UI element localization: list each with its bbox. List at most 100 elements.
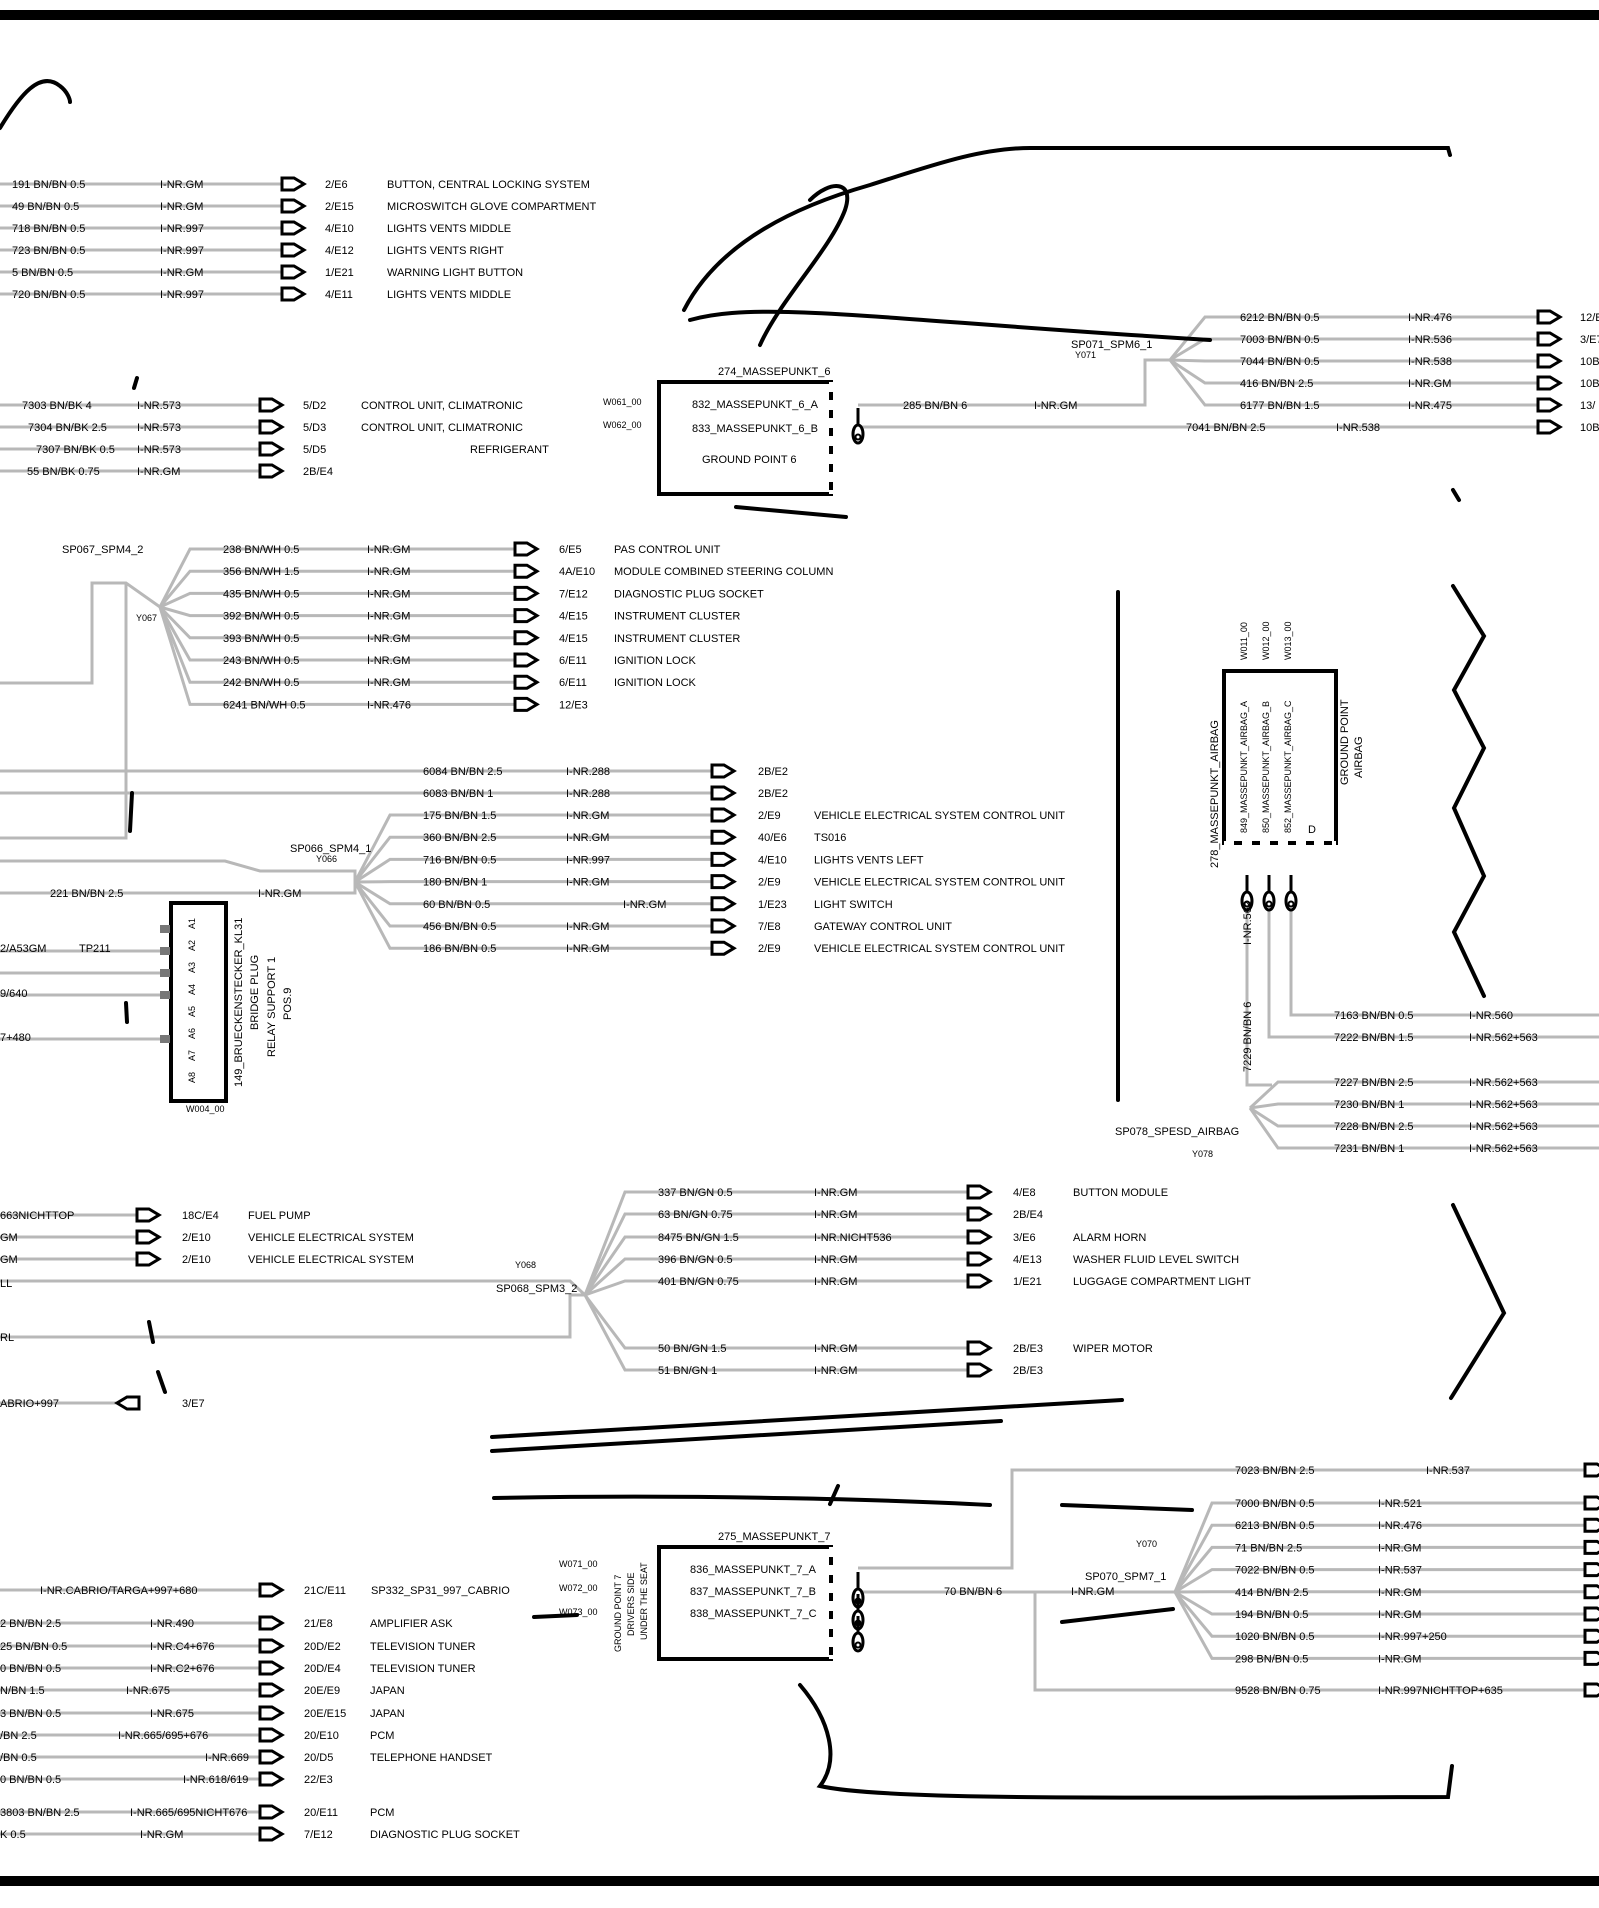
group-d-part-label: I-NR.618/619: [183, 1774, 248, 1786]
spm4-1-arrow-icon[interactable]: [710, 829, 737, 845]
spm3-dest-label: LUGGAGE COMPARTMENT LIGHT: [1073, 1276, 1251, 1288]
spm6-arrow-icon[interactable]: [1536, 375, 1563, 391]
group-b-part-label: I-NR.573: [137, 444, 181, 456]
ink-tick-left-g7: [532, 1613, 579, 1619]
group-b-arrow-icon[interactable]: [258, 463, 285, 479]
group-d-arrow-icon[interactable]: [258, 1660, 285, 1676]
airbag-part-label: I-NR.562+563: [1469, 1099, 1538, 1111]
group-a-dest-label: BUTTON, CENTRAL LOCKING SYSTEM: [387, 179, 590, 191]
group-d-arrow-icon[interactable]: [258, 1749, 285, 1765]
group-a-part-label: I-NR.GM: [160, 179, 203, 191]
spm4-1-arrow-icon[interactable]: [710, 896, 737, 912]
group-c-rl-wire: [0, 1293, 585, 1339]
spm4-2-arrow-icon[interactable]: [513, 652, 540, 668]
spm3-arrow-icon[interactable]: [966, 1340, 993, 1356]
ground6-part: I-NR.GM: [1034, 400, 1077, 412]
ground-point-7-box[interactable]: [657, 1545, 833, 1661]
spm7-arrow-icon[interactable]: [1583, 1682, 1599, 1698]
group-a-arrow-icon[interactable]: [280, 198, 307, 214]
group-d-arrow-icon[interactable]: [258, 1727, 285, 1743]
spm3-arrow-icon[interactable]: [966, 1273, 993, 1289]
group-a-arrow-icon[interactable]: [280, 286, 307, 302]
spm3-arrow-icon[interactable]: [966, 1184, 993, 1200]
airbag-ground-box[interactable]: [1222, 669, 1338, 845]
group-c-arrow-icon[interactable]: [135, 1229, 162, 1245]
group-c-arrow-icon[interactable]: [135, 1251, 162, 1267]
group-b-arrow-icon[interactable]: [258, 441, 285, 457]
spm3-wire: [583, 1212, 968, 1296]
spm7-arrow-icon[interactable]: [1583, 1517, 1599, 1533]
spm4-1-wire-label: 360 BN/BN 2.5: [423, 832, 496, 844]
spm7-part-label: I-NR.997NICHTTOP+635: [1378, 1685, 1503, 1697]
group-d-arrow-icon[interactable]: [258, 1615, 285, 1631]
ink-tick: [132, 376, 139, 390]
group-d-arrow-icon[interactable]: [258, 1771, 285, 1787]
spm6-part-label: I-NR.GM: [1408, 378, 1451, 390]
group-d-arrow-icon[interactable]: [258, 1705, 285, 1721]
bridge-left-0: 2/A53GM: [0, 943, 46, 955]
spm3-arrow-icon[interactable]: [966, 1251, 993, 1267]
spm4-2-arrow-icon[interactable]: [513, 608, 540, 624]
ground7-b: 837_MASSEPUNKT_7_B: [690, 1586, 816, 1598]
spm7-arrow-icon[interactable]: [1583, 1562, 1599, 1578]
ink-long-1: [490, 1398, 1124, 1439]
spm7-wire: [1173, 1523, 1585, 1593]
bridge-pin-label: A4: [187, 984, 197, 995]
spm6-arrow-icon[interactable]: [1536, 353, 1563, 369]
group-a-arrow-icon[interactable]: [280, 264, 307, 280]
spm4-1-arrow-icon[interactable]: [710, 940, 737, 956]
spm4-1-arrow-icon[interactable]: [710, 874, 737, 890]
spm6-arrow-icon[interactable]: [1536, 309, 1563, 325]
spm4-1-name: SP066_SPM4_1: [290, 843, 371, 855]
spm4-2-arrow-icon[interactable]: [513, 585, 540, 601]
spm4-2-arrow-icon[interactable]: [513, 563, 540, 579]
group-d-wire-label: 3803 BN/BN 2.5: [0, 1807, 80, 1819]
spm3-arrow-icon[interactable]: [966, 1229, 993, 1245]
ink-tick-g7: [828, 1484, 840, 1506]
spm7-arrow-icon[interactable]: [1583, 1628, 1599, 1644]
group-d-arrow-icon[interactable]: [258, 1638, 285, 1654]
spm4-2-arrow-icon[interactable]: [513, 541, 540, 557]
group-a-arrow-icon[interactable]: [280, 220, 307, 236]
group-d-arrow-icon[interactable]: [258, 1826, 285, 1842]
ground7-w2: W072_00: [559, 1583, 598, 1593]
spm4-1-arrow-icon[interactable]: [710, 851, 737, 867]
bridge-plug-box[interactable]: [169, 901, 228, 1103]
spm4-2-arrow-icon[interactable]: [513, 696, 540, 712]
spm4-2-arrow-icon[interactable]: [513, 630, 540, 646]
group-b-arrow-icon[interactable]: [258, 397, 285, 413]
spm4-1-wire: [353, 813, 712, 883]
spm4-2-part-label: I-NR.GM: [367, 655, 410, 667]
spm7-arrow-icon[interactable]: [1583, 1539, 1599, 1555]
spm6-wire: [1169, 337, 1538, 362]
group-d-wire-label: K 0.5: [0, 1829, 26, 1841]
group-c-arrow-icon[interactable]: [135, 1207, 162, 1223]
ground6-lug-icon-hole: [854, 433, 862, 441]
spm7-arrow-icon[interactable]: [1583, 1495, 1599, 1511]
group-a-arrow-icon[interactable]: [280, 242, 307, 258]
group-d-arrow-icon[interactable]: [258, 1804, 285, 1820]
group-a-part-label: I-NR.997: [160, 223, 204, 235]
spm4-2-arrow-icon[interactable]: [513, 674, 540, 690]
group-b-arrow-icon[interactable]: [258, 419, 285, 435]
spm7-arrow-icon[interactable]: [1583, 1584, 1599, 1600]
group-d-wire-label: 25 BN/BN 0.5: [0, 1641, 67, 1653]
spm6-arrow-icon[interactable]: [1536, 419, 1563, 435]
spm4-1-arrow-icon[interactable]: [710, 785, 737, 801]
group-d-arrow-icon[interactable]: [258, 1582, 285, 1598]
spm4-1-arrow-icon[interactable]: [710, 807, 737, 823]
group-a-arrow-icon[interactable]: [280, 176, 307, 192]
spm3-arrow-icon[interactable]: [966, 1206, 993, 1222]
spm3-dest-label: ALARM HORN: [1073, 1232, 1146, 1244]
spm7-arrow-icon[interactable]: [1583, 1462, 1599, 1478]
group-c-cabrio-arrow-icon[interactable]: [114, 1395, 141, 1411]
spm6-arrow-icon[interactable]: [1536, 397, 1563, 413]
spm7-arrow-icon[interactable]: [1583, 1650, 1599, 1666]
group-d-arrow-icon[interactable]: [258, 1682, 285, 1698]
spm3-arrow-icon[interactable]: [966, 1362, 993, 1378]
spm7-arrow-icon[interactable]: [1583, 1606, 1599, 1622]
spm4-1-arrow-icon[interactable]: [710, 763, 737, 779]
spm6-arrow-icon[interactable]: [1536, 331, 1563, 347]
spm4-1-arrow-icon[interactable]: [710, 918, 737, 934]
